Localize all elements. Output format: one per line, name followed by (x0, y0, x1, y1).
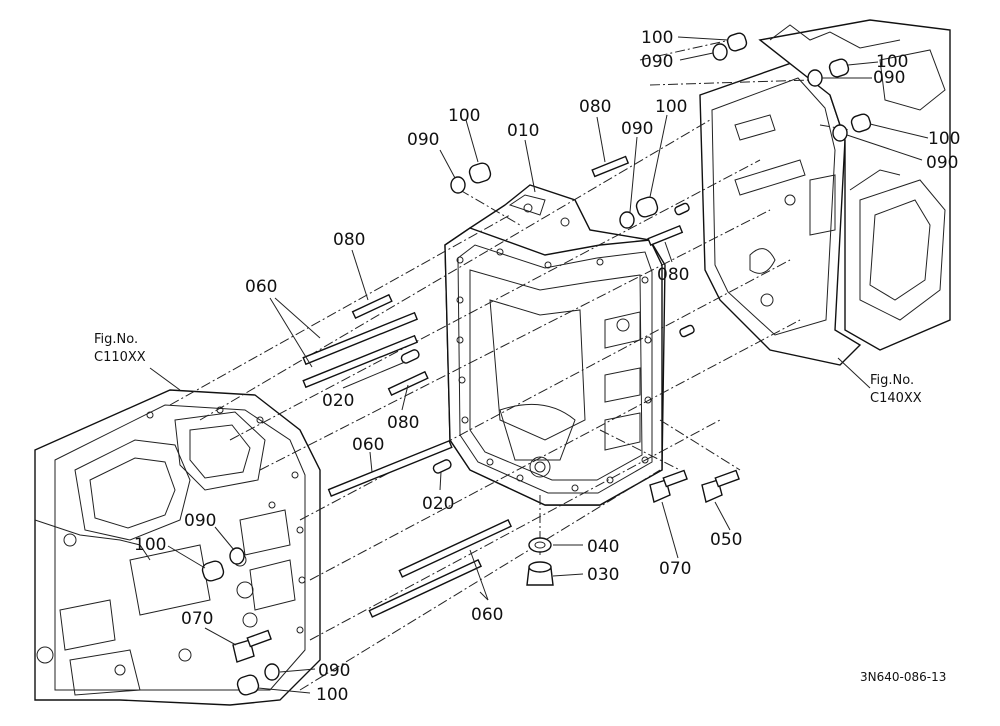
drawing-code: 3N640-086-13 (860, 670, 946, 684)
part-labels: 100 090 100 090 100 090 090 100 010 080 … (134, 28, 960, 705)
label-080: 080 (333, 230, 365, 250)
fig-ref-right-title: Fig.No. (870, 373, 914, 388)
label-090: 090 (641, 52, 673, 72)
label-090: 090 (926, 153, 958, 173)
fig-ref-right-code: C140XX (870, 391, 922, 406)
label-050: 050 (710, 530, 742, 550)
label-080: 080 (579, 97, 611, 117)
label-100: 100 (655, 97, 687, 117)
rear-housing-right (699, 19, 951, 366)
label-100: 100 (448, 106, 480, 126)
label-090: 090 (318, 661, 350, 681)
leader-lines (149, 36, 929, 694)
label-020: 020 (322, 391, 354, 411)
label-070: 070 (181, 609, 213, 629)
label-090: 090 (407, 130, 439, 150)
label-090: 090 (621, 119, 653, 139)
fig-ref-left-code: C110XX (94, 350, 146, 365)
label-010: 010 (507, 121, 539, 141)
label-080: 080 (657, 265, 689, 285)
label-040: 040 (587, 537, 619, 557)
label-100: 100 (876, 52, 908, 72)
label-090: 090 (184, 511, 216, 531)
label-100: 100 (928, 129, 960, 149)
fig-ref-left-title: Fig.No. (94, 332, 138, 347)
label-100: 100 (641, 28, 673, 48)
label-060: 060 (471, 605, 503, 625)
label-030: 030 (587, 565, 619, 585)
label-020: 020 (422, 494, 454, 514)
center-case-010 (444, 184, 666, 506)
label-090: 090 (873, 68, 905, 88)
label-070: 070 (659, 559, 691, 579)
figure-references: Fig.No. C110XX Fig.No. C140XX (94, 332, 922, 406)
front-housing-left (34, 389, 321, 706)
label-080: 080 (387, 413, 419, 433)
label-100: 100 (134, 535, 166, 555)
label-060: 060 (352, 435, 384, 455)
label-060: 060 (245, 277, 277, 297)
label-100: 100 (316, 685, 348, 705)
parts (201, 32, 872, 696)
